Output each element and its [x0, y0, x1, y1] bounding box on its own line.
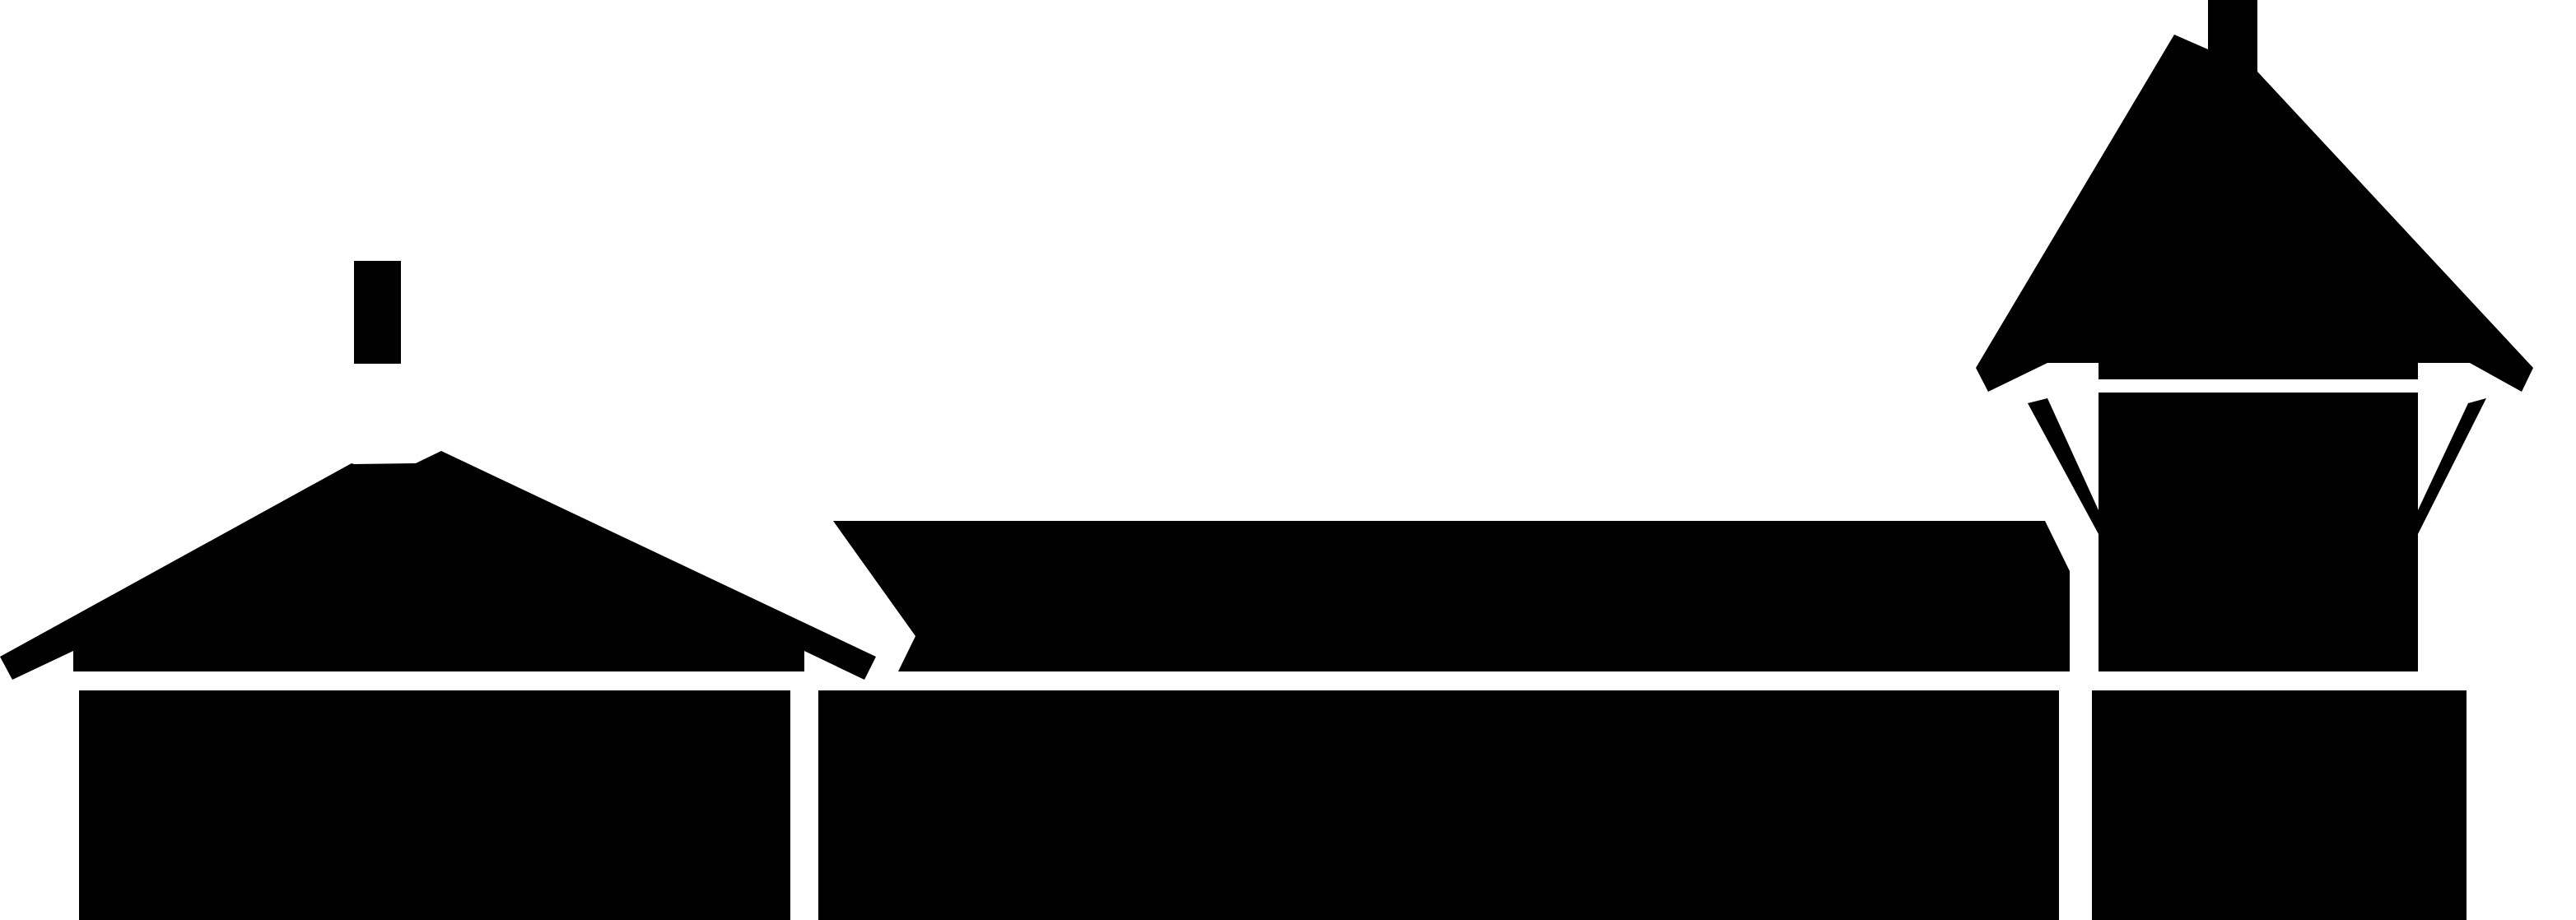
- right-upper-frame: [2028, 393, 2486, 671]
- middle-wall: [818, 690, 2059, 920]
- middle-building: [818, 521, 2070, 920]
- right-roof: [1976, 35, 2533, 392]
- left-roof: [0, 451, 876, 680]
- right-building: [1976, 0, 2533, 920]
- right-wall: [2092, 690, 2467, 920]
- left-chimney: [354, 261, 401, 364]
- middle-roof: [833, 521, 2070, 671]
- left-building: [0, 261, 876, 920]
- left-wall: [79, 690, 790, 920]
